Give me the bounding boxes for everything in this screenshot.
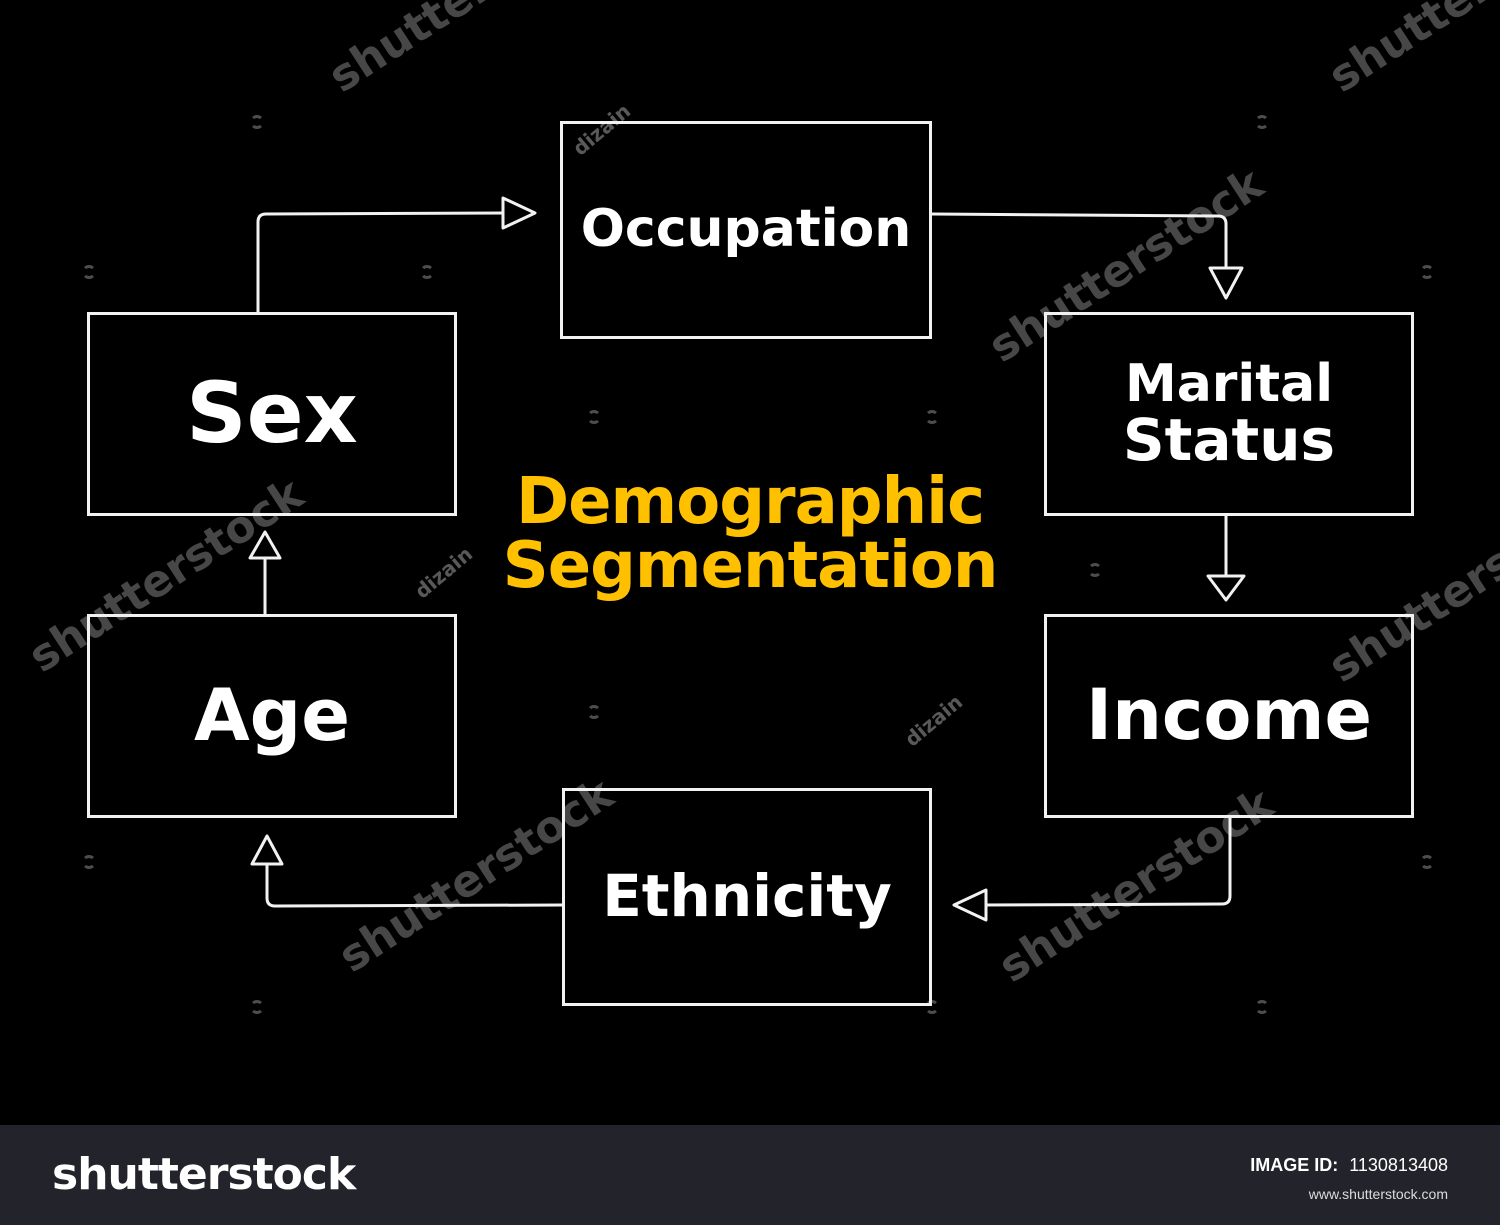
connector-lines <box>248 196 1246 922</box>
node-age: Age <box>87 614 457 818</box>
diagram-title: Demographic Segmentation <box>470 470 1030 598</box>
connector-ethnicity-age <box>265 858 564 908</box>
node-occupation: Occupation <box>560 121 932 339</box>
connector-income-ethnicity <box>980 816 1232 907</box>
watermark-logo-icon <box>82 855 96 869</box>
diagram-title-line1: Demographic <box>516 465 985 539</box>
watermark-logo-icon <box>250 115 264 129</box>
node-marital-status-line2: Status <box>1122 405 1336 474</box>
diagram-title-line2: Segmentation <box>502 529 999 603</box>
image-meta: IMAGE ID: 1130813408 www.shutterstock.co… <box>1250 1155 1448 1202</box>
node-sex-label: Sex <box>186 364 358 463</box>
node-marital-status-line1: Marital <box>1124 353 1334 414</box>
brand-logo[interactable]: shutterstock <box>52 1149 356 1200</box>
watermark-logo-icon <box>250 1000 264 1014</box>
watermark-logo-icon <box>82 265 96 279</box>
site-url[interactable]: www.shutterstock.com <box>1308 1186 1448 1202</box>
watermark-logo-icon <box>925 410 939 424</box>
node-sex: Sex <box>87 312 457 516</box>
watermark-logo-icon <box>1420 855 1434 869</box>
watermark-logo-icon <box>1255 115 1269 129</box>
arrowhead-icon <box>952 888 988 922</box>
watermark-logo-icon <box>1255 1000 1269 1014</box>
arrowhead-icon <box>1206 574 1246 602</box>
arrowhead-icon <box>1208 266 1244 300</box>
arrowhead-icon <box>501 196 537 230</box>
node-age-label: Age <box>193 673 351 758</box>
node-ethnicity: Ethnicity <box>562 788 932 1006</box>
node-occupation-label: Occupation <box>580 199 912 260</box>
stock-footer: shutterstock IMAGE ID: 1130813408 www.sh… <box>0 1125 1500 1225</box>
node-ethnicity-label: Ethnicity <box>602 862 892 931</box>
node-income: Income <box>1044 614 1414 818</box>
watermark-logo-icon <box>1088 563 1102 577</box>
image-id-row: IMAGE ID: 1130813408 <box>1250 1155 1448 1176</box>
arrowhead-icon <box>250 834 284 866</box>
watermark-logo-icon <box>587 705 601 719</box>
node-income-label: Income <box>1086 674 1372 757</box>
arrowhead-icon <box>248 530 282 560</box>
connector-sex-occupation <box>256 211 507 314</box>
watermark-logo-icon <box>587 410 601 424</box>
node-marital-status: Marital Status <box>1044 312 1414 516</box>
watermark-logo-icon <box>925 1000 939 1014</box>
watermark-logo-icon <box>1420 265 1434 279</box>
image-id-value: 1130813408 <box>1349 1155 1448 1175</box>
connector-occupation-marital <box>930 212 1228 272</box>
watermark-logo-icon <box>420 265 434 279</box>
image-id-label: IMAGE ID: <box>1250 1155 1339 1175</box>
diagram-canvas: shutterstock shutterstock shutterstock s… <box>20 0 1500 1014</box>
